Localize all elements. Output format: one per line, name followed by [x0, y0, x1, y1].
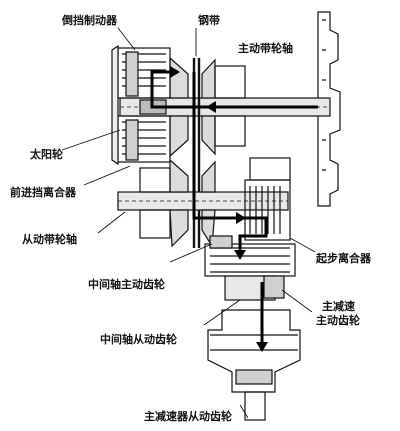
label-start-clutch: 起步离合器 — [316, 252, 371, 265]
label-drive-pulley-shaft: 主动带轮轴 — [238, 42, 293, 55]
label-driven-pulley-shaft: 从动带轮轴 — [22, 233, 77, 246]
final-drive-gear — [263, 275, 285, 299]
label-countershaft-driven-gear: 中间轴从动齿轮 — [100, 333, 177, 346]
label-forward-clutch: 前进挡离合器 — [10, 186, 76, 199]
label-final-drive-gear-line2: 主动齿轮 — [316, 314, 360, 327]
label-final-driven-gear: 主减速器从动齿轮 — [144, 410, 232, 423]
power-flow-arrows — [150, 70, 318, 345]
flywheel-plate — [317, 11, 341, 207]
final-driven-leader — [239, 404, 249, 419]
leader-lines-left — [61, 27, 136, 234]
flow-arrow-belt — [192, 72, 238, 220]
flow-arrow-clutch — [238, 216, 268, 252]
forward-clutch — [117, 115, 171, 163]
start-clutch — [244, 157, 291, 241]
label-sun-gear: 太阳轮 — [30, 148, 63, 161]
countershaft-drive-gear — [209, 235, 233, 249]
arrowheads — [170, 66, 268, 352]
start-clutch-leader — [289, 237, 316, 253]
final-driven-gear — [235, 369, 273, 385]
label-reverse-brake: 倒挡制动器 — [62, 14, 117, 27]
label-countershaft-drive-gear: 中间轴主动齿轮 — [88, 278, 165, 291]
label-steel-belt: 钢带 — [198, 14, 220, 27]
label-final-drive-gear-line1: 主减速 — [322, 300, 355, 313]
differential — [207, 309, 301, 421]
